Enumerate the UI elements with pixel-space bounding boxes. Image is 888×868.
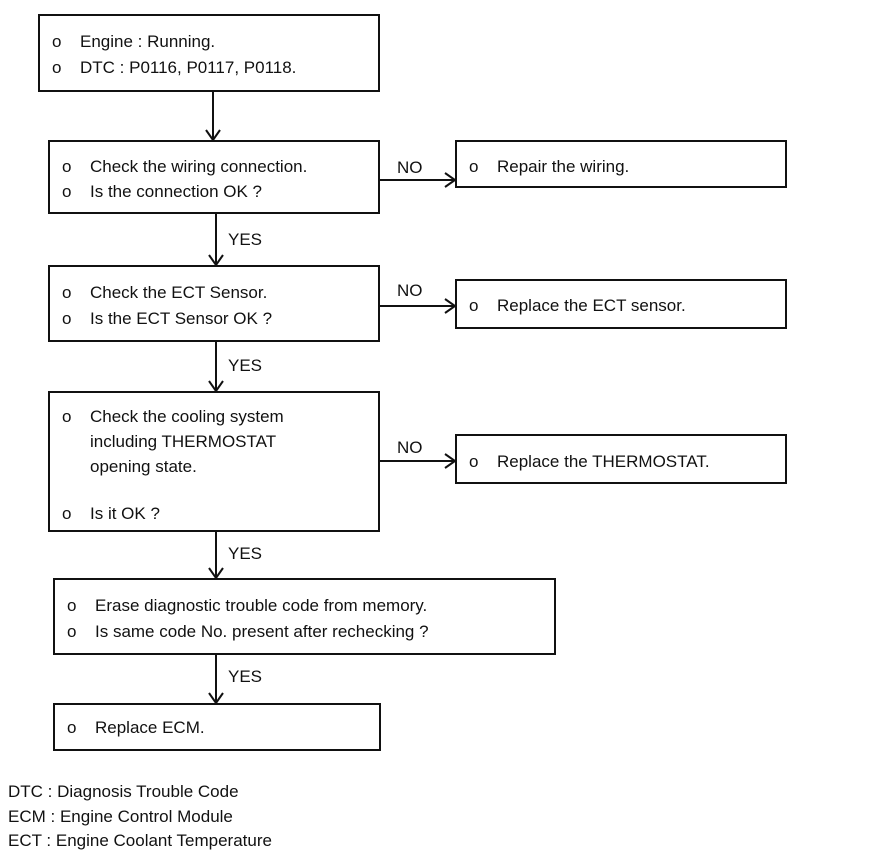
- bullet: o: [67, 718, 77, 737]
- check-cooling-line-3: opening state.: [90, 457, 197, 476]
- bullet: o: [52, 58, 62, 77]
- legend-ecm: ECM : Engine Control Module: [8, 807, 233, 826]
- check-cooling-line-2: including THERMOSTAT: [90, 432, 277, 451]
- arrow-ect-no: [380, 298, 457, 314]
- legend-dtc: DTC : Diagnosis Trouble Code: [8, 782, 239, 801]
- bullet: o: [67, 622, 77, 641]
- label-yes-erase: YES: [228, 667, 263, 686]
- arrow-wiring-to-ect: [208, 214, 224, 267]
- arrow-erase-to-ecm: [208, 655, 224, 705]
- bullet: o: [62, 504, 72, 523]
- bullet: o: [52, 32, 62, 51]
- legend-ect: ECT : Engine Coolant Temperature: [8, 831, 272, 850]
- arrow-cooling-to-erase: [208, 532, 224, 580]
- bullet: o: [62, 407, 72, 426]
- bullet: o: [62, 309, 72, 328]
- arrow-start-to-wiring: [205, 92, 221, 142]
- label-no-wiring: NO: [397, 158, 423, 177]
- bullet: o: [62, 182, 72, 201]
- bullet: o: [469, 452, 479, 471]
- label-yes-ect: YES: [228, 356, 263, 375]
- bullet: o: [469, 157, 479, 176]
- bullet: o: [67, 596, 77, 615]
- label-no-cooling: NO: [397, 438, 423, 457]
- label-no-ect: NO: [397, 281, 423, 300]
- bullet: o: [62, 283, 72, 302]
- label-yes-cooling: YES: [228, 544, 263, 563]
- label-yes-wiring: YES: [228, 230, 263, 249]
- bullet: o: [62, 157, 72, 176]
- bullet: o: [469, 296, 479, 315]
- arrow-ect-to-cooling: [208, 342, 224, 393]
